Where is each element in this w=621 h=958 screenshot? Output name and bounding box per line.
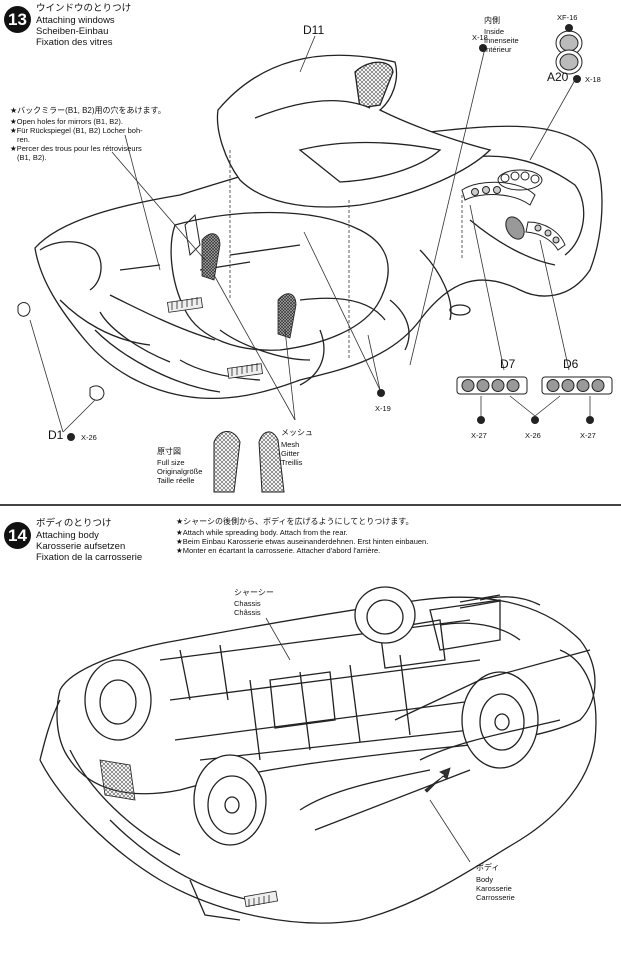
mesh-template-right	[258, 431, 285, 493]
step-13-badge: 13	[4, 6, 31, 33]
wheels	[84, 586, 539, 846]
inside-label-ja: 内側	[484, 16, 500, 25]
lens-d7-on-body	[461, 181, 536, 206]
window-d11	[216, 54, 492, 208]
mesh-label-en: Mesh	[281, 440, 300, 449]
leader-lines-14	[265, 617, 471, 863]
fullsize-label-ja: 原寸図	[157, 447, 181, 456]
paint-markers	[67, 24, 594, 441]
inside-label-fr: Intérieur	[484, 45, 512, 54]
part-label-d11: D11	[303, 23, 325, 37]
step-13-title-fr: Fixation des vitres	[36, 37, 113, 48]
lens-sprue-d7	[456, 376, 528, 395]
step-13-title-en: Attaching windows	[36, 15, 115, 26]
body-label-en: Body	[476, 875, 494, 884]
inside-label-de: Innenseite	[484, 36, 519, 45]
rear-vent-step14	[243, 890, 279, 907]
fullsize-label-de: Originalgröße	[157, 467, 203, 476]
fullsize-label-fr: Taille réelle	[157, 476, 195, 485]
body-label-de: Karosserie	[476, 884, 512, 893]
note-13-fr-1: ★Percer des trous pour les rétroviseurs	[10, 144, 142, 153]
body-shell-step13	[34, 125, 603, 400]
mesh-label-ja: メッシュ	[281, 428, 313, 437]
rear-mesh-step14	[99, 759, 136, 801]
chassis-label-en: Chassis	[234, 599, 261, 608]
screw-label-x19: X-19	[375, 404, 391, 413]
assembly-guides	[229, 150, 463, 360]
step-13-title-ja: ウインドウのとりつけ	[36, 3, 132, 14]
fullsize-label-en: Full size	[157, 458, 185, 467]
note-14-fr: ★Monter en écartant la carrosserie. Atta…	[176, 546, 381, 555]
part-label-d6: D6	[563, 357, 579, 371]
mesh-insert-left	[201, 233, 221, 281]
mirror-d1-parts	[17, 302, 105, 401]
lens-d6-on-body	[525, 221, 566, 251]
lens-sprue-d6	[541, 376, 613, 395]
mesh-template-left	[213, 431, 241, 493]
step-14-title-fr: Fixation de la carrosserie	[36, 552, 143, 563]
screw-label-x27-right: X-27	[580, 431, 596, 440]
step-14-title-de: Karosserie aufsetzen	[36, 541, 126, 552]
step-13-title-de: Scheiben-Einbau	[36, 26, 109, 37]
note-13-en: ★Open holes for mirrors (B1, B2).	[10, 117, 124, 126]
body-label-fr: Carrosserie	[476, 893, 515, 902]
screw-label-x18-right: X-18	[585, 75, 601, 84]
leader-lines-13	[29, 35, 591, 433]
note-13-de-2: ren.	[17, 135, 30, 144]
note-13-ja: ★バックミラー(B1, B2)用の穴をあけます。	[10, 106, 166, 115]
note-13-fr-2: (B1, B2).	[17, 153, 47, 162]
vent-grilles	[167, 297, 263, 379]
body-label-ja: ボディ	[476, 863, 500, 872]
inside-label-en: Inside	[484, 27, 505, 36]
mesh-label-de: Gitter	[281, 449, 300, 458]
note-14-de: ★Beim Einbau Karosserie etwas auseinande…	[176, 537, 429, 546]
step-14-title-en: Attaching body	[36, 530, 99, 541]
spread-arrow	[424, 767, 451, 793]
tail-cluster	[497, 169, 543, 240]
screw-label-x18-top: X-18	[472, 33, 488, 42]
part-label-d1: D1	[48, 428, 64, 442]
part-a20-shape	[555, 30, 583, 75]
note-14-en: ★Attach while spreading body. Attach fro…	[176, 528, 348, 537]
mesh-insert-center	[277, 293, 297, 339]
note-14-ja: ★シャーシの後側から、ボディを広げるようにしてとりつけます。	[176, 517, 414, 526]
part-label-a20: A20	[547, 70, 569, 84]
note-13-de-1: ★Für Rückspiegel (B1, B2) Löcher boh-	[10, 126, 143, 135]
body-shell-step14	[39, 649, 597, 924]
chassis-label-ja: シャーシー	[234, 588, 274, 597]
step-14-badge: 14	[4, 522, 31, 549]
screw-label-x27-left: X-27	[471, 431, 487, 440]
mesh-label-fr: Treillis	[281, 458, 303, 467]
screw-label-x26-mid: X-26	[525, 431, 541, 440]
step-14-title-ja: ボディのとりつけ	[36, 518, 112, 529]
part-label-d7: D7	[500, 357, 516, 371]
screw-label-x26-d1: X-26	[81, 433, 97, 442]
chassis-label-fr: Châssis	[234, 608, 261, 617]
paint-label-xf16: XF-16	[557, 13, 578, 22]
step-divider	[0, 504, 621, 506]
